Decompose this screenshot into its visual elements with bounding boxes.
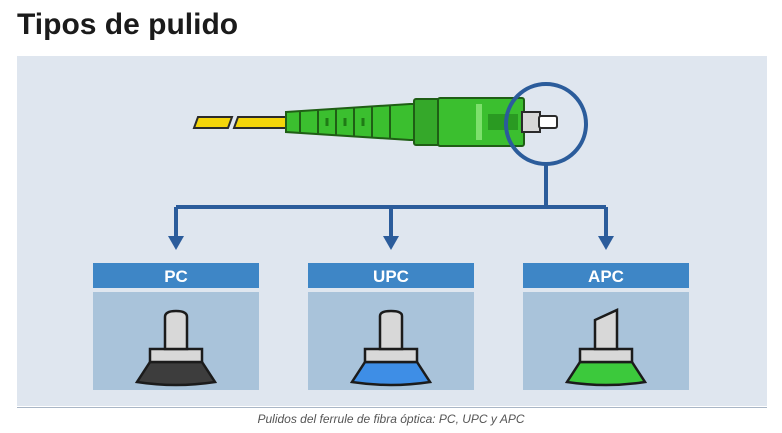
upc-label: UPC xyxy=(373,267,409,286)
caption-divider xyxy=(17,407,767,408)
pc-header xyxy=(93,263,259,288)
arrow-upc xyxy=(383,236,399,250)
upc-header xyxy=(308,263,474,288)
pc-ferrule xyxy=(163,309,189,351)
arrow-pc xyxy=(168,236,184,250)
ferrule-tip xyxy=(521,111,558,133)
upc-base xyxy=(349,360,433,387)
apc-base xyxy=(564,360,648,387)
upc-panel: UPC xyxy=(308,263,474,390)
apc-header xyxy=(523,263,689,288)
connector-body xyxy=(413,97,525,147)
branch-arrows xyxy=(168,236,614,250)
connector-boot xyxy=(285,103,419,141)
apc-label: APC xyxy=(588,267,624,286)
upc-ferrule xyxy=(378,309,404,351)
branch-lines xyxy=(174,164,608,238)
page-title: Tipos de pulido xyxy=(17,8,239,41)
pc-base xyxy=(134,360,218,387)
arrow-apc xyxy=(598,236,614,250)
fiber-cable xyxy=(192,116,293,129)
apc-panel: APC xyxy=(523,263,689,390)
figure-caption: Pulidos del ferrule de fibra óptica: PC,… xyxy=(257,412,525,426)
pc-panel: PC xyxy=(93,263,259,390)
pc-label: PC xyxy=(164,267,188,286)
apc-ferrule xyxy=(593,308,619,351)
